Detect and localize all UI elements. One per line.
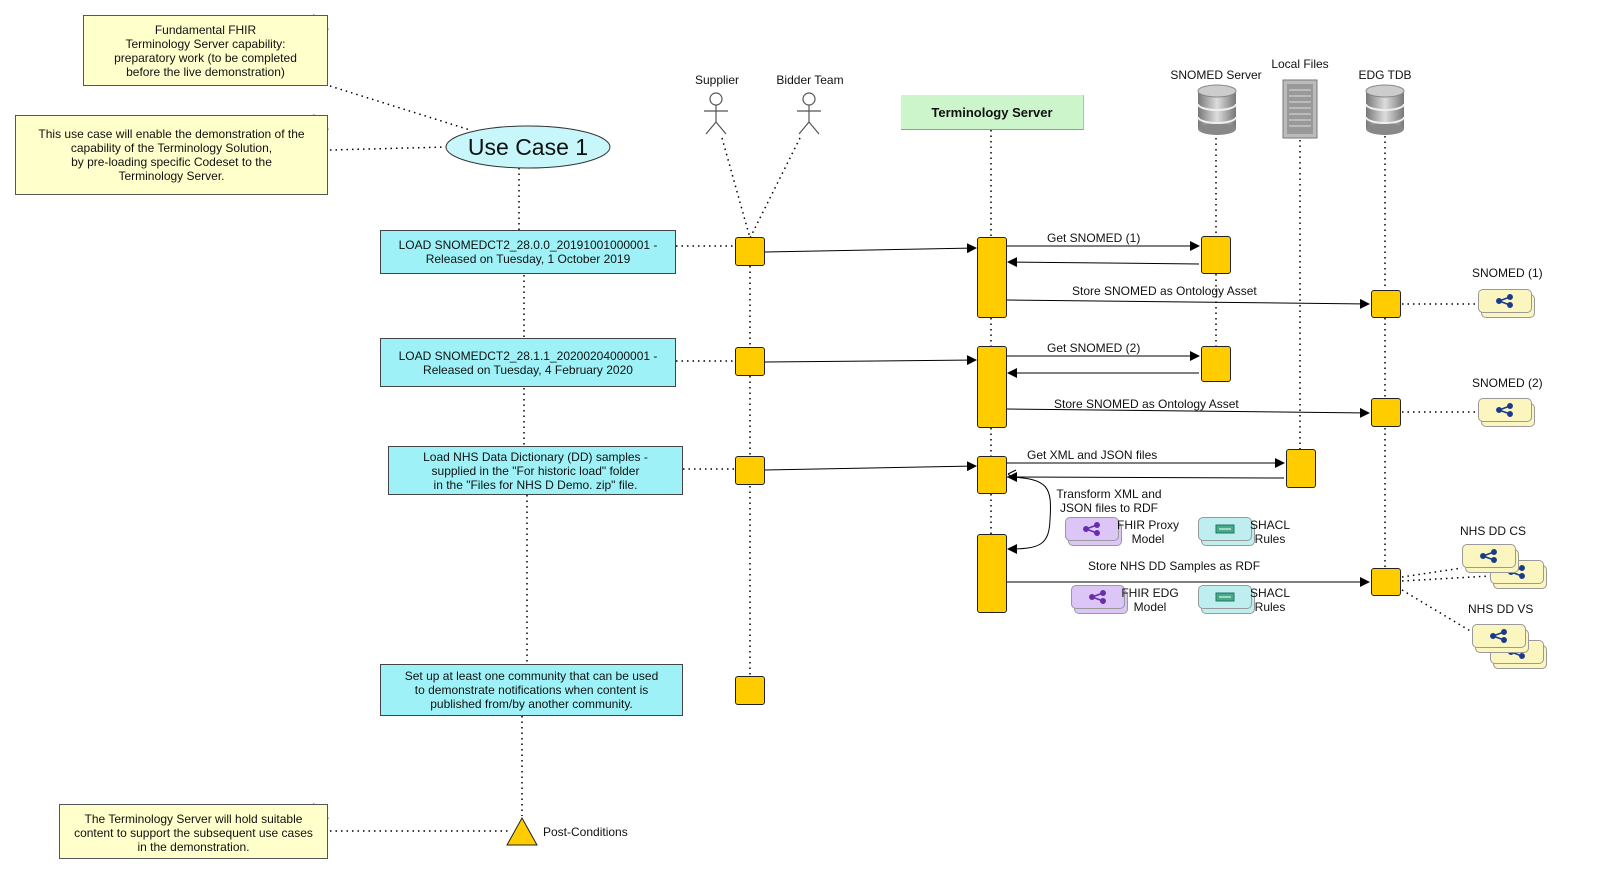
supplier-activation-2 (735, 347, 765, 376)
terminology-activation-1 (977, 237, 1007, 318)
msg-transform-label: Transform XML and JSON files to RDF (1056, 487, 1162, 515)
post-conditions-label: Post-Conditions (543, 825, 628, 839)
local-files-server-icon (1282, 79, 1318, 139)
edg-activation-2 (1371, 398, 1401, 427)
graph-icon (1496, 403, 1513, 417)
graph-icon (1490, 629, 1507, 643)
shacl-rules-label-2: SHACL Rules (1249, 586, 1290, 614)
rules-icon (1215, 524, 1235, 534)
step-load-snomed-1: LOAD SNOMEDCT2_28.0.0_20191001000001 - R… (380, 230, 676, 274)
step-load-snomed-2: LOAD SNOMEDCT2_28.1.1_20200204000001 - R… (380, 338, 676, 387)
fhir-proxy-model-label: FHIR Proxy Model (1116, 518, 1179, 546)
shacl-rules-asset-2 (1198, 585, 1255, 614)
snomed-activation-2 (1201, 346, 1231, 382)
snomed-server-label: SNOMED Server (1170, 68, 1262, 82)
fhir-edg-model-label: FHIR EDG Model (1121, 586, 1179, 614)
snomed-1-asset-label: SNOMED (1) (1472, 266, 1543, 280)
edg-tdb-label: EDG TDB (1358, 68, 1412, 82)
use-case-ellipse (445, 125, 611, 169)
rules-icon (1215, 592, 1235, 602)
snomed-server-database-icon (1197, 84, 1237, 135)
msg-load3 (764, 461, 977, 472)
supplier-activation-4 (735, 676, 765, 705)
edg-tdb-database-icon (1365, 84, 1405, 135)
note-connector (329, 146, 448, 151)
msg-load1 (764, 243, 977, 254)
supplier-activation-1 (735, 237, 765, 266)
edg-activation-3 (1371, 568, 1401, 596)
snomed-1-asset (1478, 289, 1535, 318)
supplier-label: Supplier (694, 73, 740, 87)
terminology-activation-4 (977, 534, 1007, 613)
terminology-server-header: Terminology Server (901, 95, 1084, 130)
snomed-2-asset-label: SNOMED (2) (1472, 376, 1543, 390)
msg-get-snomed-1-label: Get SNOMED (1) (1047, 231, 1141, 245)
supplier-activation-3 (735, 456, 765, 485)
step-setup-community: Set up at least one community that can b… (380, 664, 683, 716)
nhs-dd-cs-asset (1462, 544, 1519, 573)
graph-icon (1480, 549, 1497, 563)
shacl-rules-label-1: SHACL Rules (1249, 518, 1290, 546)
graph-icon (1089, 590, 1106, 604)
note-post-conditions: The Terminology Server will hold suitabl… (59, 804, 328, 859)
msg-get-files-label: Get XML and JSON files (1027, 448, 1158, 462)
msg-store1 (1006, 298, 1370, 309)
msg-store2 (1006, 407, 1370, 418)
note-use-case-description: This use case will enable the demonstrat… (15, 115, 328, 195)
note-connector (329, 85, 471, 131)
nhs-dd-vs-asset (1472, 624, 1529, 653)
nhs-dd-cs-label: NHS DD CS (1460, 524, 1527, 538)
msg-store-snomed-1-label: Store SNOMED as Ontology Asset (1072, 284, 1257, 298)
shacl-rules-asset-1 (1198, 517, 1255, 546)
terminology-server-label: Terminology Server (931, 104, 1053, 120)
fhir-proxy-model-asset (1065, 517, 1122, 546)
supplier-actor-icon (704, 92, 728, 135)
post-condition-triangle (506, 816, 538, 846)
snomed-2-asset (1478, 398, 1535, 427)
msg-transform (1006, 476, 1051, 554)
local-files-activation (1286, 449, 1316, 488)
msg-store-dd-label: Store NHS DD Samples as RDF (1088, 559, 1261, 573)
bidder-actor-icon (797, 92, 821, 135)
msg-return1 (1007, 257, 1200, 268)
msg-store-snomed-2-label: Store SNOMED as Ontology Asset (1054, 397, 1239, 411)
graph-icon (1496, 294, 1513, 308)
terminology-activation-2 (977, 346, 1007, 428)
note-fundamental: Fundamental FHIR Terminology Server capa… (83, 15, 328, 86)
msg-load2 (764, 355, 977, 366)
step-load-nhs-dd: Load NHS Data Dictionary (DD) samples - … (388, 446, 683, 495)
edg-activation-1 (1371, 290, 1401, 318)
use-case-title: Use Case 1 (467, 134, 589, 160)
graph-icon (1083, 522, 1100, 536)
local-files-label: Local Files (1271, 57, 1329, 71)
msg-get-snomed-2-label: Get SNOMED (2) (1047, 341, 1141, 355)
bidder-team-label: Bidder Team (776, 73, 844, 87)
terminology-activation-3 (977, 456, 1007, 494)
fhir-edg-model-asset (1071, 585, 1128, 614)
msg-files-return (1007, 472, 1285, 483)
nhs-dd-vs-label: NHS DD VS (1468, 602, 1534, 616)
snomed-activation-1 (1201, 236, 1231, 274)
